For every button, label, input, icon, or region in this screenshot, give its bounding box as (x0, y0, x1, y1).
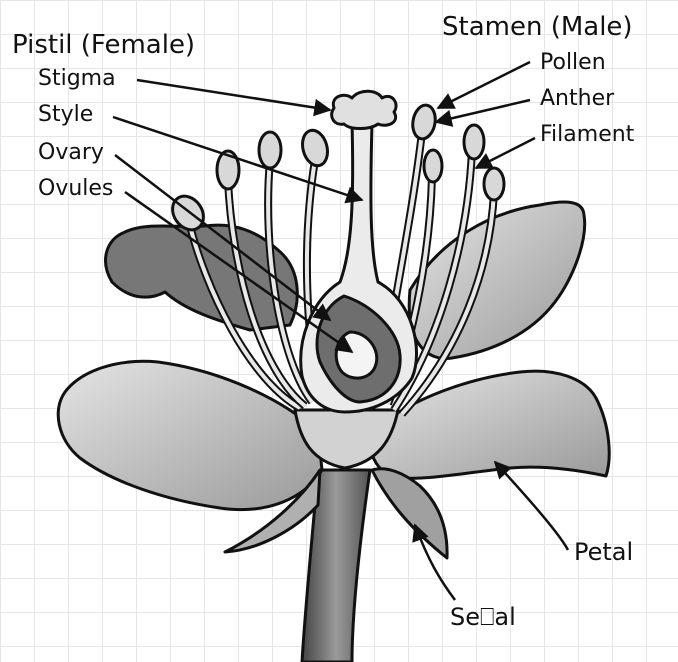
stigma (332, 91, 396, 128)
anther (259, 132, 281, 168)
stamen-heading: Stamen (Male) (442, 14, 633, 40)
ovules-label: Ovules (38, 178, 113, 200)
anther-label: Anther (540, 88, 614, 110)
anther (484, 168, 504, 200)
sepal-label: Se⎕al (450, 605, 516, 629)
pointer-pollen (438, 62, 530, 108)
pollen-label: Pollen (540, 52, 606, 74)
filament-label: Filament (540, 124, 634, 146)
sepal (372, 469, 447, 558)
style-label: Style (38, 104, 93, 126)
petal-label: Petal (574, 540, 633, 564)
pistil-heading: Pistil (Female) (12, 32, 195, 58)
pointer-stigma (137, 80, 330, 110)
anther (299, 128, 331, 169)
ovary-label: Ovary (38, 142, 104, 164)
stigma-label: Stigma (38, 68, 116, 90)
anther (464, 125, 484, 159)
anther (410, 103, 438, 140)
anther (424, 150, 442, 182)
pointer-petal (495, 462, 568, 550)
